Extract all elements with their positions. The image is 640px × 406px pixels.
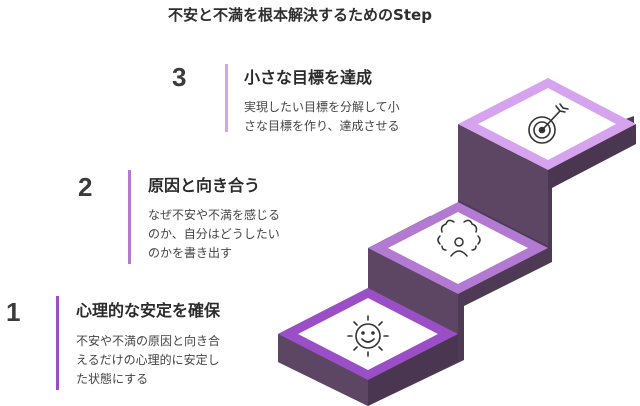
step-1-number: 1: [6, 297, 21, 327]
step-3-riser: [458, 124, 548, 246]
step-1-description: 不安や不満の原因と向き合 えるだけの心理的に安定し た状態にする: [76, 334, 221, 386]
step-1-accent-bar: [56, 296, 59, 390]
person-thinking-icon: [437, 219, 481, 257]
step-2-top-inner: [388, 212, 528, 284]
step-3-number: 3: [172, 62, 187, 92]
step-3-heading: 小さな目標を達成: [244, 68, 373, 87]
smiling-sun-icon: [347, 315, 389, 357]
step-3-accent-bar: [225, 64, 228, 132]
step-1-top-inner: [298, 298, 438, 370]
step-2-number: 2: [78, 172, 93, 202]
step-1-side: [278, 334, 368, 406]
step-1-heading: 心理的な安定を確保: [76, 301, 221, 320]
page-title: 不安と不満を根本解決するためのStep: [168, 6, 432, 24]
step-3-description: 実現したい目標を分解して小 さな目標を作り、達成させる: [244, 100, 400, 133]
step-2-accent-bar: [128, 170, 131, 264]
target-arrow-icon: [528, 103, 569, 144]
step-2-riser: [368, 248, 458, 334]
step-2-heading: 原因と向き合う: [148, 176, 261, 195]
step-1-front: [368, 334, 458, 406]
step-3-front: [548, 124, 636, 190]
step-2-description: なぜ不安や不満を感じる のか、自分はどうしたい のかを書き出す: [148, 208, 281, 260]
